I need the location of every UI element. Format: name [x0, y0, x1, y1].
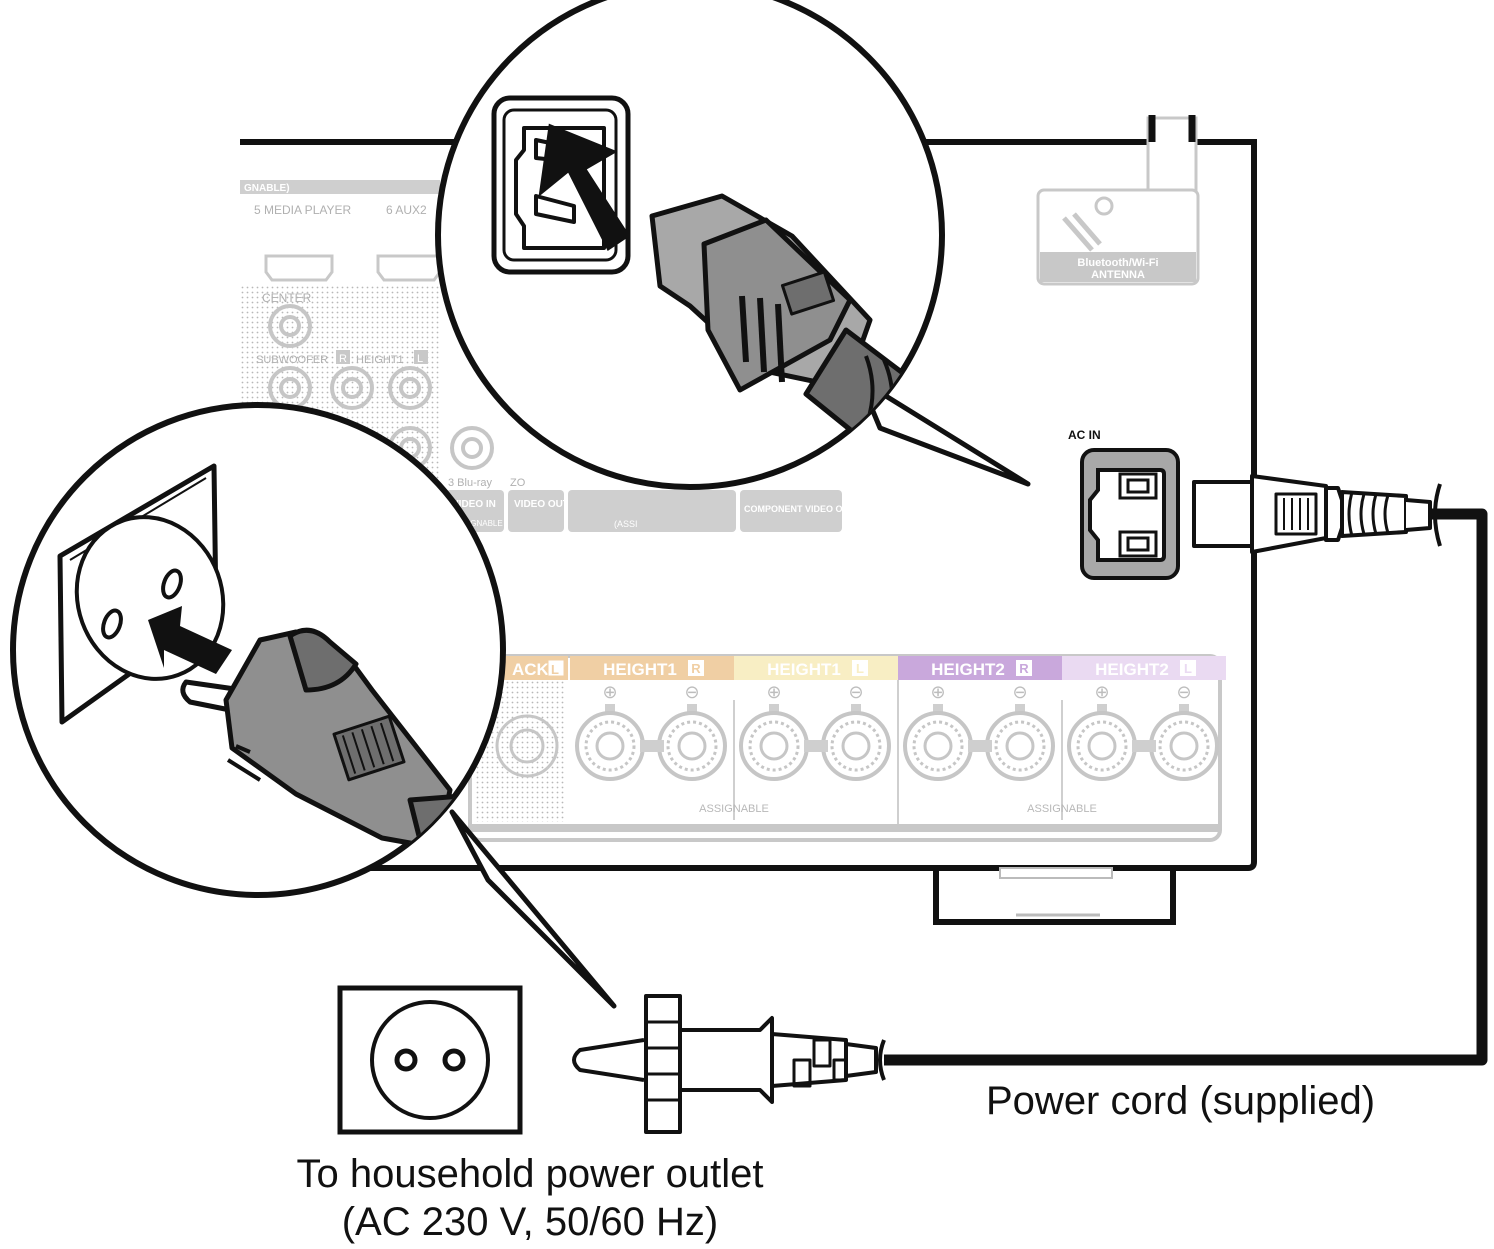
terminal-header-3: [898, 656, 1062, 680]
terminal-name-2: HEIGHT1: [767, 660, 841, 679]
mains-plug: [572, 994, 886, 1134]
terminal-post-1-1: [605, 704, 615, 716]
component-out-label: COMPONENT VIDEO OUT: [744, 504, 855, 514]
polarity-mark-4-1: ⊕: [1094, 682, 1109, 702]
wifi-antenna: Bluetooth/Wi-Fi ANTENNA: [1036, 115, 1200, 286]
terminal-knurl-4-1: [1076, 720, 1128, 772]
preout-label-subwoofer: SUBWOOFER: [256, 354, 328, 366]
terminal-knurl-1-1: [584, 720, 636, 772]
polarity-mark-2-2: ⊖: [848, 682, 863, 702]
ac-in-label: AC IN: [1068, 428, 1101, 442]
terminal-side-4: L: [1184, 661, 1192, 676]
terminal-header-2: [734, 656, 898, 680]
terminal-knurl-2-1: [748, 720, 800, 772]
ac-inlet: AC IN: [1068, 428, 1180, 580]
polarity-mark-1-1: ⊕: [602, 682, 617, 702]
terminal-side-box-2: [852, 660, 868, 676]
hdmi-label-aux2: 6 AUX2: [386, 203, 427, 217]
polarity-mark-4-2: ⊖: [1176, 682, 1191, 702]
power-cord: [884, 508, 1488, 1066]
video-in-source-label: 3 Blu-ray: [448, 477, 493, 489]
input-group-label: GNABLE): [244, 183, 290, 194]
terminal-header-1: [570, 656, 734, 680]
insert-arrow-icon: [538, 123, 630, 252]
terminal-post-2-2: [851, 704, 861, 716]
hdmi-label-media-player: 5 MEDIA PLAYER: [254, 203, 351, 217]
terminal-post-1-2: [687, 704, 697, 716]
video-in-label: VIDEO IN: [452, 499, 496, 510]
polarity-mark-1-2: ⊖: [684, 682, 699, 702]
terminal-bridge-2: [804, 740, 828, 752]
terminal-header-4: [1062, 656, 1226, 680]
outlet-caption-line2: (AC 230 V, 50/60 Hz): [341, 1200, 719, 1244]
outlet-caption: To household power outlet (AC 230 V, 50/…: [200, 1150, 860, 1246]
assignable-label-height1: ASSIGNABLE: [699, 803, 769, 815]
magnifier-wall-plug: [10, 402, 617, 1009]
terminal-knurl-2-2: [830, 720, 882, 772]
insert-arrow-icon: [148, 606, 232, 674]
terminal-bridge-3: [968, 740, 992, 752]
terminal-post-2-1: [769, 704, 779, 716]
terminal-core-3-1: [923, 731, 953, 761]
preout-label-height1: HEIGHT1: [356, 354, 404, 366]
terminal-side-box-4: [1180, 660, 1196, 676]
terminal-knurl-1-2: [666, 720, 718, 772]
surround-back-label: ACK: [512, 660, 550, 679]
polarity-mark-3-2: ⊖: [1012, 682, 1027, 702]
polarity-mark-3-1: ⊕: [930, 682, 945, 702]
terminal-post-3-1: [933, 704, 943, 716]
video-out-label: VIDEO OUT: [514, 499, 569, 510]
terminal-core-2-1: [759, 731, 789, 761]
terminal-side-3: R: [1019, 661, 1029, 676]
preout-letter-r: R: [339, 353, 347, 365]
surround-back-letter: L: [551, 662, 559, 677]
terminal-groups: HEIGHT1 R ⊕ ⊖ HEIGHT1 L ⊕ ⊖ HEIGHT2 R ⊕ ⊖ HEIGHT2 L ⊕ ⊖: [570, 656, 1226, 781]
terminal-side-box-1: [688, 660, 704, 676]
terminal-side-1: R: [691, 661, 701, 676]
preout-label-center: CENTER: [262, 291, 312, 305]
terminal-name-4: HEIGHT2: [1095, 660, 1169, 679]
assign-label: (ASSI: [614, 519, 638, 529]
zone-label: ZO: [510, 477, 526, 489]
terminal-name-3: HEIGHT2: [931, 660, 1005, 679]
magnifier-iec-connector: [435, 0, 1031, 490]
terminal-post-4-2: [1179, 704, 1189, 716]
terminal-side-box-3: [1016, 660, 1032, 676]
terminal-post-4-1: [1097, 704, 1107, 716]
terminal-core-1-1: [595, 731, 625, 761]
preout-letter-l: L: [417, 353, 423, 365]
terminal-knurl-3-2: [994, 720, 1046, 772]
terminal-core-1-2: [677, 731, 707, 761]
antenna-label-line1: Bluetooth/Wi-Fi: [1077, 257, 1158, 269]
terminal-core-4-2: [1169, 731, 1199, 761]
terminal-name-1: HEIGHT1: [603, 660, 677, 679]
terminal-bridge-4: [1132, 740, 1156, 752]
terminal-knurl-4-2: [1158, 720, 1210, 772]
antenna-label-line2: ANTENNA: [1091, 269, 1145, 281]
power-cord-caption: Power cord (supplied): [986, 1079, 1376, 1123]
wall-outlet: [337, 985, 523, 1135]
assignable-label-height2: ASSIGNABLE: [1027, 803, 1097, 815]
inlet-plug: [1192, 474, 1442, 554]
video-in-assignable: ASSIGNABLE: [452, 519, 503, 528]
terminal-bridge-1: [640, 740, 664, 752]
terminal-core-4-1: [1087, 731, 1117, 761]
polarity-mark-2-1: ⊕: [766, 682, 781, 702]
terminal-side-2: L: [856, 661, 864, 676]
terminal-core-3-2: [1005, 731, 1035, 761]
terminal-post-3-2: [1015, 704, 1025, 716]
terminal-core-2-2: [841, 731, 871, 761]
terminal-knurl-3-1: [912, 720, 964, 772]
outlet-caption-line1: To household power outlet: [296, 1152, 764, 1196]
